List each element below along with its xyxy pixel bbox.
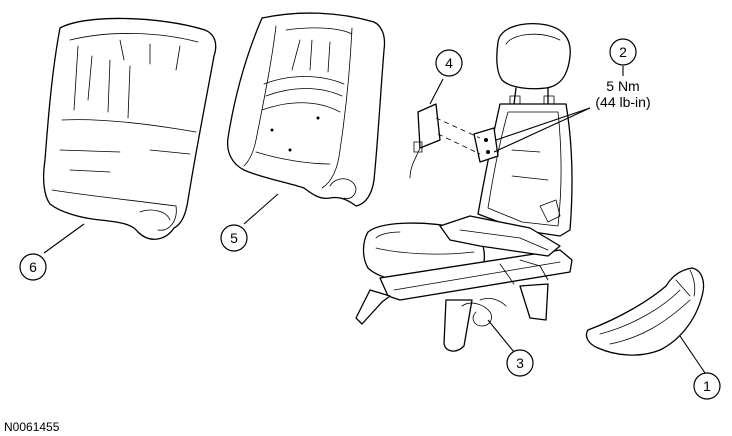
module-alignment-line-lower: [437, 133, 481, 155]
callout-2: 2: [609, 38, 637, 66]
leader-callout-4: [429, 78, 444, 105]
seat-back-cover: [43, 17, 217, 240]
module-alignment-line-upper: [435, 117, 481, 139]
leader-callout-1: [679, 335, 706, 374]
leader-callout-3: [487, 319, 515, 353]
module-part-4: [409, 103, 441, 179]
callout-3-label: 3: [516, 355, 524, 371]
seat-frame-assembly: [355, 22, 573, 352]
callout-1-label: 1: [703, 378, 711, 394]
callout-4-label: 4: [445, 55, 453, 71]
torque-spec-metric: 5 Nm: [606, 78, 639, 94]
torque-spec-imperial: (44 lb-in): [595, 94, 650, 110]
callout-5-label: 5: [230, 230, 238, 246]
callout-6: 6: [19, 253, 47, 281]
side-shield: [585, 267, 705, 356]
callout-4: 4: [435, 49, 463, 77]
leader-callout-6: [43, 223, 85, 254]
figure-id: N0061455: [4, 420, 60, 434]
callout-5: 5: [220, 224, 248, 252]
callout-6-label: 6: [29, 259, 37, 275]
leader-callout-5: [243, 193, 279, 225]
callout-1: 1: [693, 372, 721, 400]
callout-2-label: 2: [619, 44, 627, 60]
seat-back-cushion: [226, 12, 386, 207]
callout-3: 3: [506, 349, 534, 377]
leader-callout-2-torque: [493, 107, 591, 153]
